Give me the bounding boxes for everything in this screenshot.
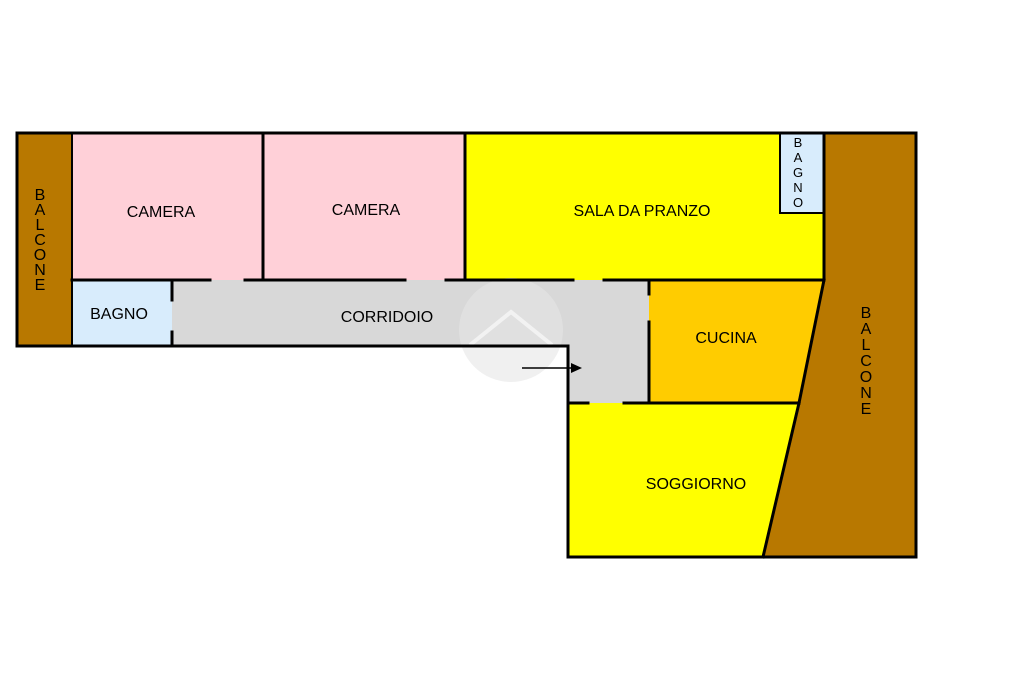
label-bagno-small: BAGNO — [793, 135, 803, 210]
balcone-left-area — [17, 133, 72, 346]
label-sala-da-pranzo: SALA DA PRANZO — [574, 203, 711, 220]
bagno-small-area — [780, 133, 824, 213]
vertical-letter: E — [35, 277, 46, 294]
vertical-letter: B — [861, 305, 872, 322]
camera-2-area — [263, 133, 465, 280]
wall-slant-lower — [761, 401, 801, 559]
vertical-letter: A — [861, 321, 872, 338]
vertical-letter: N — [860, 385, 872, 402]
corridoio-area — [172, 280, 649, 403]
wall-bagno-small — [779, 133, 824, 214]
vertical-letter: G — [793, 165, 803, 180]
wall-slant-upper — [797, 278, 826, 405]
vertical-letter: A — [794, 150, 803, 165]
label-camera-1: CAMERA — [127, 204, 196, 221]
vertical-letter: O — [793, 195, 803, 210]
vertical-letter: N — [793, 180, 802, 195]
vertical-letter: N — [34, 262, 46, 279]
label-soggiorno: SOGGIORNO — [646, 476, 746, 493]
label-cucina: CUCINA — [695, 330, 757, 347]
outer-wall — [15, 131, 918, 559]
vertical-letter: A — [35, 202, 46, 219]
vertical-letter: C — [34, 232, 46, 249]
vertical-letter: O — [34, 247, 46, 264]
vertical-letter: B — [35, 187, 46, 204]
cucina-area — [649, 280, 824, 403]
label-corridoio: CORRIDOIO — [341, 309, 433, 326]
vertical-letter: E — [861, 401, 872, 418]
label-camera-2: CAMERA — [332, 202, 401, 219]
balcone-right-area — [763, 133, 916, 557]
watermark-roof — [468, 309, 554, 347]
vertical-letter: O — [860, 369, 872, 386]
label-bagno: BAGNO — [90, 306, 148, 323]
soggiorno-area — [568, 403, 799, 557]
vertical-letter: B — [794, 135, 803, 150]
arrow-right-icon — [522, 363, 582, 373]
bagno-area — [72, 280, 172, 346]
sala-da-pranzo-area — [465, 133, 824, 280]
vertical-letter: C — [860, 353, 872, 370]
vertical-letter: L — [862, 337, 871, 354]
vertical-letter: L — [36, 217, 45, 234]
camera-1-area — [72, 133, 263, 280]
watermark-logo — [459, 278, 563, 382]
